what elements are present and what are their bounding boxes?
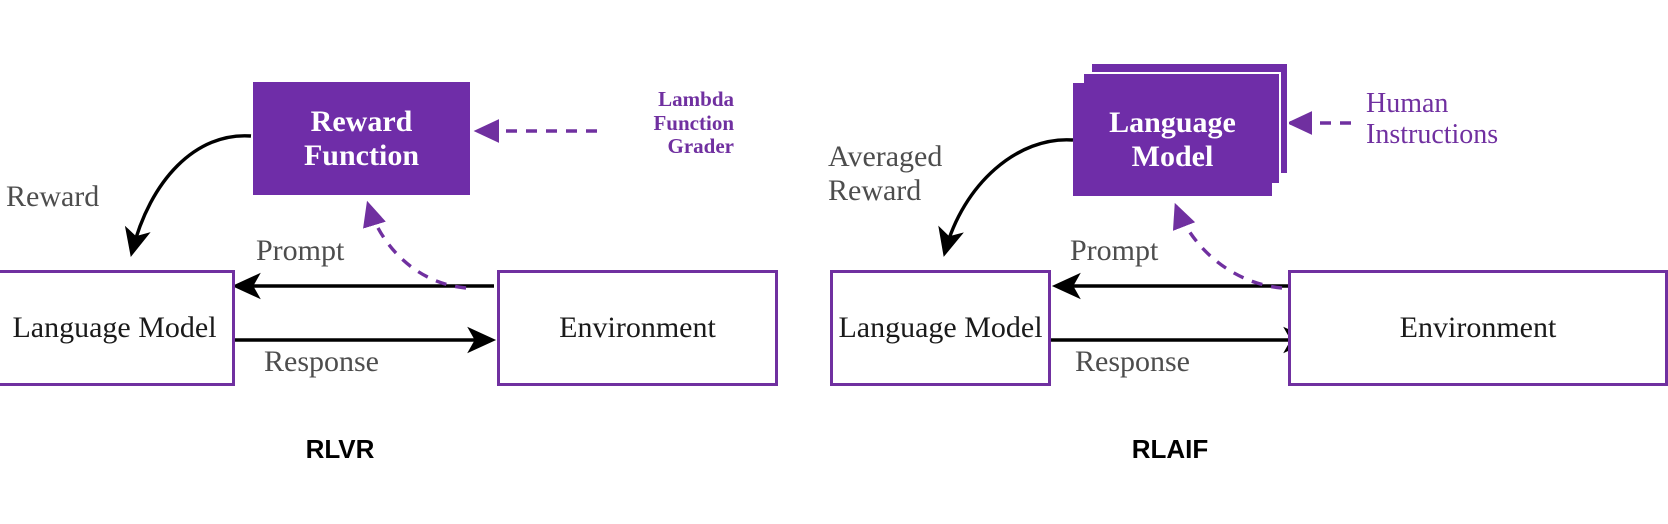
rlaif-prompt-label: Prompt: [1070, 234, 1159, 267]
rlaif-averaged-reward-label: Averaged Reward: [828, 140, 943, 207]
rlvr-prompt-label: Prompt: [256, 234, 345, 267]
grader-feedback-curve: [363, 200, 467, 290]
rlvr-language-model-box: Language Model: [0, 270, 235, 386]
rlvr-response-label: Response: [264, 345, 379, 378]
rlvr-reward-label: Reward: [6, 180, 100, 213]
rlvr-panel: Reward Function Language Model Environme…: [0, 0, 800, 524]
rlaif-response-label: Response: [1075, 345, 1190, 378]
instruction-feedback-curve: [1172, 202, 1283, 290]
reward-curve-arrow: [124, 134, 252, 257]
rlvr-lambda-function-grader-label: Lambda Function Grader: [653, 87, 734, 159]
rlvr-caption: RLVR: [305, 434, 375, 464]
rlaif-caption: RLAIF: [1131, 434, 1209, 464]
rlaif-environment-box: Environment: [1288, 270, 1668, 386]
averaged-reward-curve-arrow: [938, 138, 1074, 257]
rlaif-panel: Language Model Language Model Environmen…: [820, 0, 1668, 524]
rlvr-reward-function-box: Reward Function: [253, 82, 470, 195]
rlaif-language-model-bottom-box: Language Model: [830, 270, 1051, 386]
rlvr-environment-box: Environment: [497, 270, 778, 386]
rlaif-human-instructions-label: Human Instructions: [1366, 88, 1499, 151]
rlaif-language-model-box: Language Model: [1073, 83, 1272, 196]
